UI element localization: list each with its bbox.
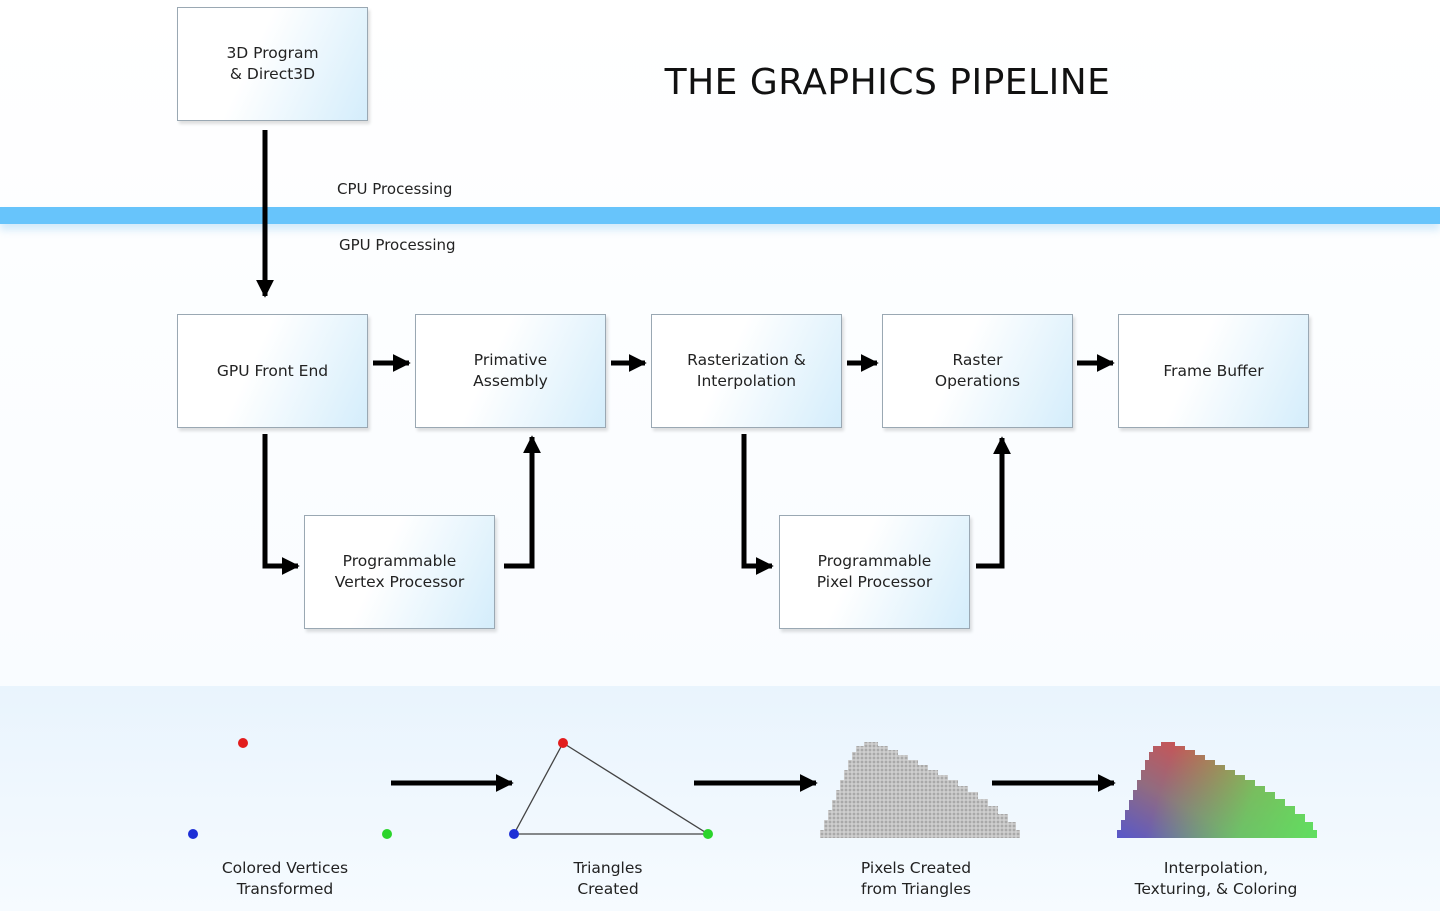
- vertex-blue-dot: [188, 829, 198, 839]
- diagram-title: THE GRAPHICS PIPELINE: [664, 62, 1111, 103]
- box-frame-buffer: Frame Buffer: [1118, 314, 1309, 428]
- box-primitive-assembly: Primative Assembly: [415, 314, 606, 428]
- triangle-outline: [512, 742, 711, 835]
- arrow-raster-to-pixel: [741, 434, 774, 575]
- cpu-gpu-separator-band: [0, 207, 1440, 224]
- cpu-processing-label: CPU Processing: [337, 180, 453, 198]
- box-primitive-assembly-label: Primative Assembly: [473, 351, 548, 390]
- caption-colored-vertices: Colored Vertices Transformed: [221, 859, 349, 898]
- box-3d-program-label: 3D Program & Direct3D: [226, 44, 319, 83]
- box-pixel-processor-label: Programmable Pixel Processor: [816, 552, 933, 591]
- caption-triangles-created: Triangles Created: [573, 859, 643, 898]
- arrow-front-end-to-vertex: [262, 434, 300, 575]
- box-raster-operations-label: Raster Operations: [934, 351, 1021, 390]
- box-pixel-processor: Programmable Pixel Processor: [779, 515, 970, 629]
- box-gpu-front-end-label: GPU Front End: [216, 361, 329, 380]
- triangle-vertex-green: [703, 829, 713, 839]
- vertex-red-dot: [238, 738, 248, 748]
- arrow-vertex-to-primitive: [504, 435, 541, 569]
- rasterized-pixels: [820, 742, 1020, 838]
- interpolated-pixels: [1117, 742, 1317, 838]
- box-rasterization: Rasterization & Interpolation: [651, 314, 842, 428]
- box-raster-operations: Raster Operations: [882, 314, 1073, 428]
- gpu-processing-label: GPU Processing: [339, 236, 456, 254]
- triangle-vertex-red: [558, 738, 568, 748]
- vertex-green-dot: [382, 829, 392, 839]
- box-vertex-processor: Programmable Vertex Processor: [304, 515, 495, 629]
- triangle-vertex-blue: [509, 829, 519, 839]
- box-gpu-front-end: GPU Front End: [177, 314, 368, 428]
- caption-pixels-created: Pixels Created from Triangles: [860, 859, 972, 898]
- box-vertex-processor-label: Programmable Vertex Processor: [334, 552, 465, 591]
- caption-interpolation: Interpolation, Texturing, & Coloring: [1134, 859, 1298, 898]
- box-frame-buffer-label: Frame Buffer: [1163, 361, 1264, 380]
- box-rasterization-label: Rasterization & Interpolation: [687, 351, 806, 390]
- arrow-pixel-to-ops: [976, 436, 1011, 569]
- box-3d-program: 3D Program & Direct3D: [177, 7, 368, 121]
